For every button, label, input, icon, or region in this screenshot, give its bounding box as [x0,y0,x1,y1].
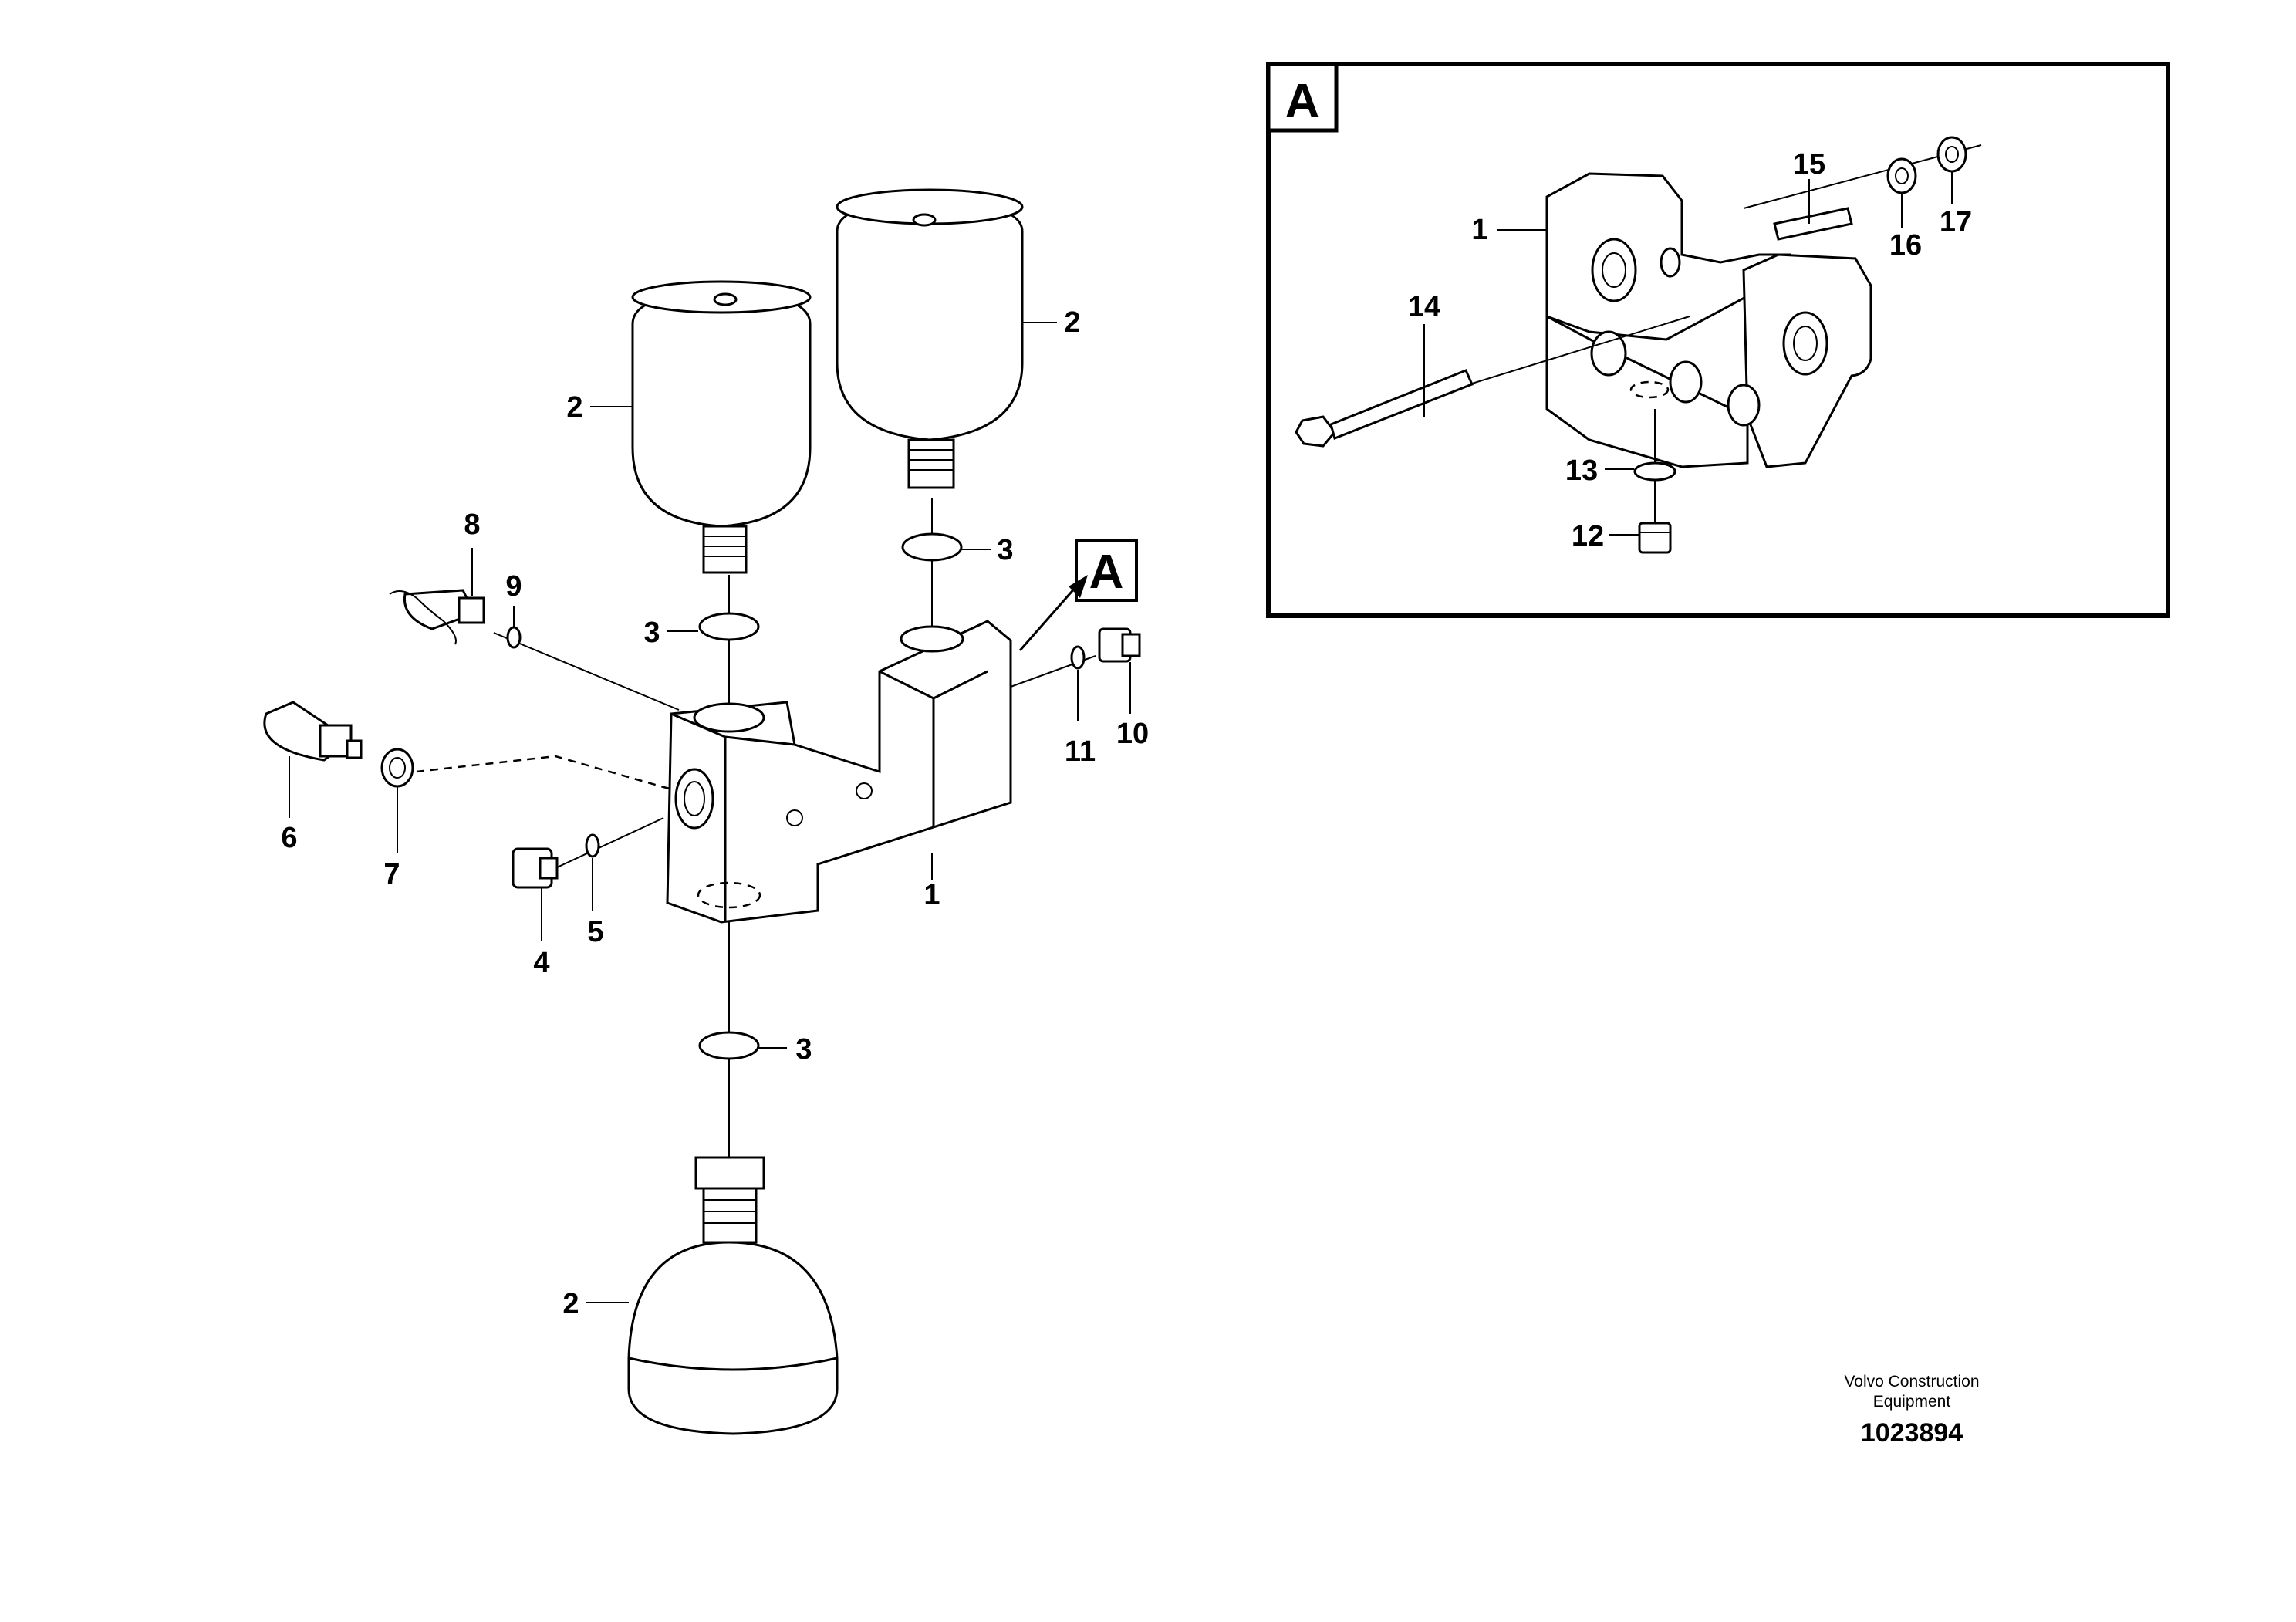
accumulator-upper-left [631,280,812,574]
callout-2-upper-right: 2 [1064,306,1080,339]
seal-ring-7 [380,748,414,788]
view-a-marker-label: A [1089,546,1124,599]
callout-5: 5 [587,916,603,948]
inset-frame [1266,62,2170,618]
callout-10: 10 [1116,718,1149,750]
inset-valve-block [1545,172,1872,468]
callout-3-upper-left: 3 [643,617,660,649]
credit-line-2: Equipment [1873,1393,1951,1411]
test-coupling [389,589,485,645]
accumulator-upper-right [836,188,1024,489]
washer-5 [585,833,600,858]
inset-washer-13 [1633,461,1676,482]
plug-4 [512,847,559,889]
seal-washer-9 [506,626,522,649]
accumulator-lower [627,1156,839,1435]
callout-2-upper-left: 2 [566,391,582,424]
inset-label-box [1266,62,1339,133]
valve-block [666,620,1012,924]
inset-callout-12: 12 [1572,520,1604,552]
callout-6: 6 [281,822,297,854]
inset-washer-17 [1936,136,1967,173]
callout-11: 11 [1065,735,1096,768]
inset-callout-17: 17 [1940,206,1972,238]
view-a-marker-box [1075,539,1138,602]
main-exploded-view: A 2 2 2 3 3 3 1 8 9 6 7 4 5 10 11 [263,188,1149,1435]
inset-washer-16 [1886,157,1917,194]
callout-2-lower: 2 [562,1288,579,1320]
inset-callout-1: 1 [1471,214,1487,246]
credit-line-1: Volvo Construction [1844,1373,1979,1391]
inset-bolt [1295,316,1690,448]
inset-callout-13: 13 [1565,454,1598,487]
o-ring-upper-right [901,532,963,562]
o-ring-upper-left [698,612,760,641]
callout-4: 4 [533,947,549,979]
callout-3-upper-right: 3 [997,534,1013,566]
inset-label: A [1285,75,1320,128]
callout-3-lower: 3 [795,1033,812,1066]
o-ring-lower [698,1031,760,1060]
washer-11 [1070,645,1086,670]
callout-7: 7 [383,858,400,890]
callout-1: 1 [923,879,940,911]
inset-callout-14: 14 [1408,291,1440,323]
inset-callout-16: 16 [1889,229,1922,262]
inset-plug-12 [1638,522,1672,554]
drawing-number: 1023894 [1861,1418,1963,1448]
inset-view-a: A [1266,62,2170,618]
inset-callout-15: 15 [1793,148,1825,181]
callout-8: 8 [464,509,480,541]
pressure-switch [263,701,363,762]
plug-10 [1098,627,1141,663]
callout-9: 9 [505,570,522,603]
